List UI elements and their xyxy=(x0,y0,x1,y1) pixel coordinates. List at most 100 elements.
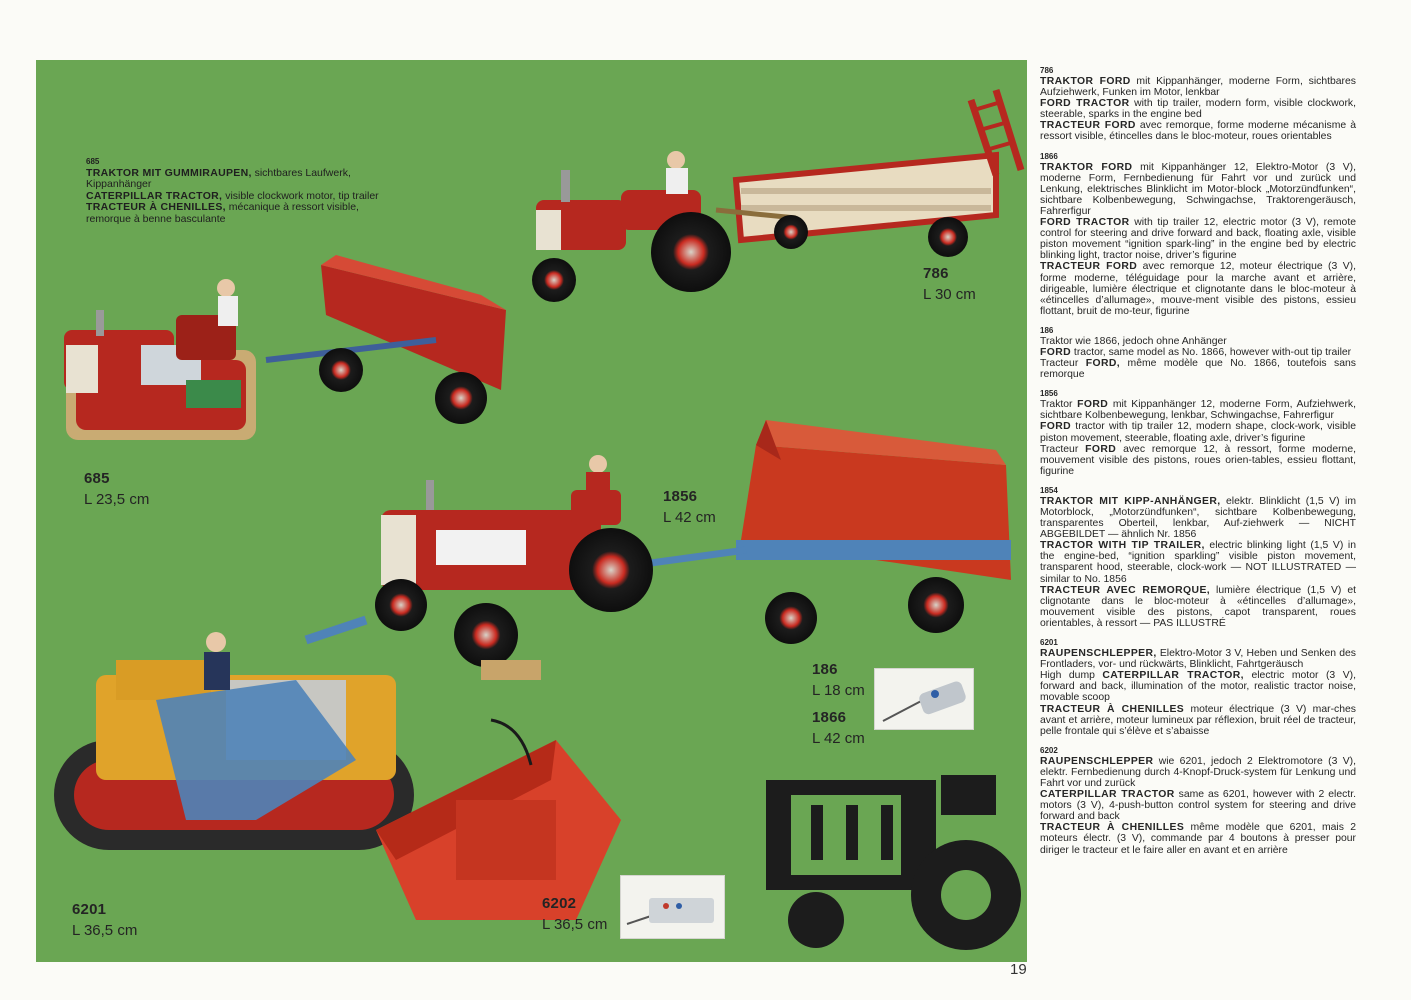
entry-line: FORD tractor with tip trailer 12, modern… xyxy=(1040,421,1356,443)
entry-line: Traktor FORD mit Kippanhänger 12, modern… xyxy=(1040,399,1356,421)
toy-tractors-illustration xyxy=(54,88,1025,950)
line-text: mit Kippanhänger 12, Elektro-Motor (3 V)… xyxy=(1040,161,1356,217)
entry-line: High dump CATERPILLAR TRACTOR, electric … xyxy=(1040,670,1356,703)
label-6202: 6202 L 36,5 cm xyxy=(542,895,607,933)
label-number: 6201 xyxy=(72,901,107,918)
line-bold: FORD xyxy=(1077,399,1109,411)
entry-code: 786 xyxy=(1040,66,1054,75)
label-length: L 23,5 cm xyxy=(84,491,150,508)
line-bold: TRACTEUR AVEC REMORQUE, xyxy=(1040,584,1211,596)
entry-line: CATERPILLAR TRACTOR same as 6201, howeve… xyxy=(1040,789,1356,822)
line-text: tractor with tip trailer 12, modern shap… xyxy=(1040,421,1356,444)
line-bold: TRACTEUR FORD xyxy=(1040,261,1138,273)
label-6201: 6201 L 36,5 cm xyxy=(72,901,137,939)
line-text: même modèle que No. 1866, toutefois sans… xyxy=(1040,358,1356,381)
entry-line: TRACTEUR À CHENILLES moteur électrique (… xyxy=(1040,704,1356,737)
line-bold: CATERPILLAR TRACTOR xyxy=(1040,789,1175,801)
entry-line: FORD TRACTOR with tip trailer 12, electr… xyxy=(1040,217,1356,261)
line-prefix: High dump xyxy=(1040,670,1103,682)
line-text: avec remorque 12, moteur électrique (3 V… xyxy=(1040,261,1356,317)
line-prefix: Traktor xyxy=(1040,399,1078,411)
line-text: elektr. Blinklicht (1,5 V) im Motorblock… xyxy=(1040,495,1356,541)
line-bold: FORD xyxy=(1040,346,1072,358)
entry-code: 1856 xyxy=(1040,389,1058,399)
line-prefix: Tracteur xyxy=(1040,358,1086,370)
entry-line: RAUPENSCHLEPPER wie 6201, jedoch 2 Elekt… xyxy=(1040,756,1356,789)
tractor-silhouette-diagram xyxy=(766,775,1021,950)
line-text: with tip trailer 12, electric motor (3 V… xyxy=(1040,217,1357,262)
line-bold: TRACTEUR À CHENILLES xyxy=(1040,822,1185,834)
label-number: 685 xyxy=(84,470,110,487)
line-bold: TRAKTOR FORD xyxy=(1040,76,1131,87)
label-length: L 30 cm xyxy=(923,286,976,303)
line-bold: TRACTEUR À CHENILLES xyxy=(1040,703,1185,715)
line-text: Elektro-Motor 3 V, Heben und Senken des … xyxy=(1040,648,1356,671)
label-length: L 42 cm xyxy=(812,730,865,747)
label-186: 186 L 18 cm xyxy=(812,661,865,699)
inset-en-bold: CATERPILLAR TRACTOR, xyxy=(86,189,223,202)
entry-line: TRACTEUR FORD avec remorque 12, moteur é… xyxy=(1040,261,1356,316)
entry-line: TRACTOR WITH TIP TRAILER, electric blink… xyxy=(1040,540,1356,584)
line-text: même modèle que 6201, mais 2 moteurs éle… xyxy=(1040,822,1356,856)
entry-line: FORD tractor, same model as No. 1866, ho… xyxy=(1040,347,1356,358)
entry-line: TRACTEUR AVEC REMORQUE, lumière électriq… xyxy=(1040,585,1356,629)
entry-line: TRAKTOR MIT KIPP-ANHÄNGER, elektr. Blink… xyxy=(1040,496,1356,540)
inset-fr-text: mécanique à ressort visible, remorque à … xyxy=(86,201,359,225)
motion-arrow-icon xyxy=(490,718,533,766)
line-bold: FORD xyxy=(1085,443,1117,455)
label-685: 685 L 23,5 cm xyxy=(84,470,149,508)
page-number: 19 xyxy=(1010,961,1027,978)
entry-code: 1854 xyxy=(1040,485,1058,495)
label-786: 786 L 30 cm xyxy=(923,265,976,303)
label-number: 1866 xyxy=(812,709,847,726)
line-bold: FORD xyxy=(1040,421,1072,433)
tractor-1856 xyxy=(375,420,1011,680)
entry-line: RAUPENSCHLEPPER, Elektro-Motor 3 V, Hebe… xyxy=(1040,648,1356,670)
entry-line: Tracteur FORD avec remorque 12, à ressor… xyxy=(1040,444,1356,477)
tractor-786 xyxy=(532,88,1025,302)
line-bold: CATERPILLAR TRACTOR, xyxy=(1102,670,1244,682)
line-bold: FORD, xyxy=(1085,358,1121,370)
remote-control-icon xyxy=(626,898,714,925)
label-number: 186 xyxy=(812,661,838,678)
inset-description-685: 685 TRAKTOR MIT GUMMIRAUPEN, sichtbares … xyxy=(86,156,402,225)
label-length: L 36,5 cm xyxy=(72,922,138,939)
line-bold: TRAKTOR MIT KIPP-ANHÄNGER, xyxy=(1040,495,1221,507)
entry-line: FORD TRACTOR with tip trailer, modern fo… xyxy=(1040,98,1356,120)
line-text: wie 6201, jedoch 2 Elektromotore (3 V), … xyxy=(1040,755,1356,789)
line-text: lumière électrique (1,5 V) et clignotant… xyxy=(1040,584,1356,629)
entry-code: 186 xyxy=(1040,325,1054,335)
line-bold: FORD TRACTOR xyxy=(1040,98,1130,110)
line-bold: RAUPENSCHLEPPER xyxy=(1040,755,1154,767)
line-bold: FORD TRACTOR xyxy=(1040,217,1130,229)
line-text: electric blinking light (1,5 V) in the e… xyxy=(1040,540,1356,585)
product-photo: 685 TRAKTOR MIT GUMMIRAUPEN, sichtbares … xyxy=(36,60,1027,962)
entry-line: TRAKTOR FORD mit Kippanhänger 12, Elektr… xyxy=(1040,162,1356,217)
line-text: mit Kippanhänger 12, moderne Form, Aufzi… xyxy=(1040,399,1356,422)
inset-de-bold: TRAKTOR MIT GUMMIRAUPEN, xyxy=(86,166,252,179)
label-number: 786 xyxy=(923,265,949,282)
entry-line: TRACTEUR FORD avec remorque, forme moder… xyxy=(1040,120,1356,142)
label-number: 1856 xyxy=(663,488,698,505)
entry-line: Tracteur FORD, même modèle que No. 1866,… xyxy=(1040,358,1356,380)
remote-control-6202-image xyxy=(620,875,725,939)
entry-line: TRAKTOR FORD mit Kippanhänger, moderne F… xyxy=(1040,76,1356,98)
line-text: with tip trailer, modern form, visible c… xyxy=(1040,98,1356,121)
label-length: L 18 cm xyxy=(812,682,865,699)
line-bold: RAUPENSCHLEPPER, xyxy=(1040,648,1157,660)
entry-code: 6201 xyxy=(1040,638,1058,648)
entry-line: TRACTEUR À CHENILLES même modèle que 620… xyxy=(1040,822,1356,855)
inset-fr-bold: TRACTEUR À CHENILLES, xyxy=(86,201,226,213)
remote-control-icon xyxy=(882,681,966,722)
tractor-685 xyxy=(64,255,506,440)
line-text: avec remorque, forme moderne mécanisme à… xyxy=(1040,120,1356,143)
inset-en-text: visible clockwork motor, tip trailer xyxy=(222,189,379,202)
